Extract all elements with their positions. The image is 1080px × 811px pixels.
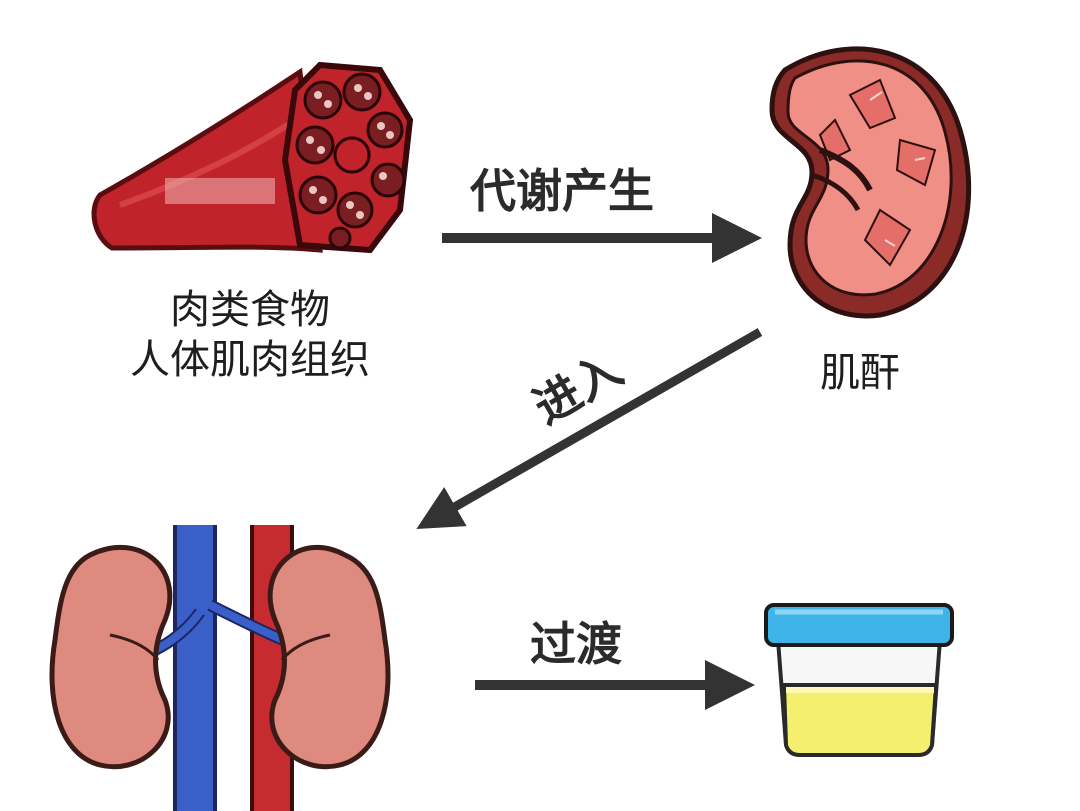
- meat-caption-line2: 人体肌肉组织: [130, 337, 370, 383]
- creatinine-caption: 肌酐: [820, 350, 900, 396]
- metabolize-label: 代谢产生: [470, 164, 654, 218]
- arrow-enter: [416, 328, 763, 529]
- meat-caption-line1: 肉类食物: [170, 287, 330, 333]
- muscle-tissue-image: [91, 61, 414, 254]
- meat-caption: 肉类食物 人体肌肉组织: [100, 285, 400, 385]
- kidneys-with-vessels-image: [49, 525, 391, 811]
- filter-label: 过渡: [530, 617, 622, 671]
- kidney-cross-section-image: [769, 46, 972, 319]
- urine-cup-image: [764, 603, 954, 757]
